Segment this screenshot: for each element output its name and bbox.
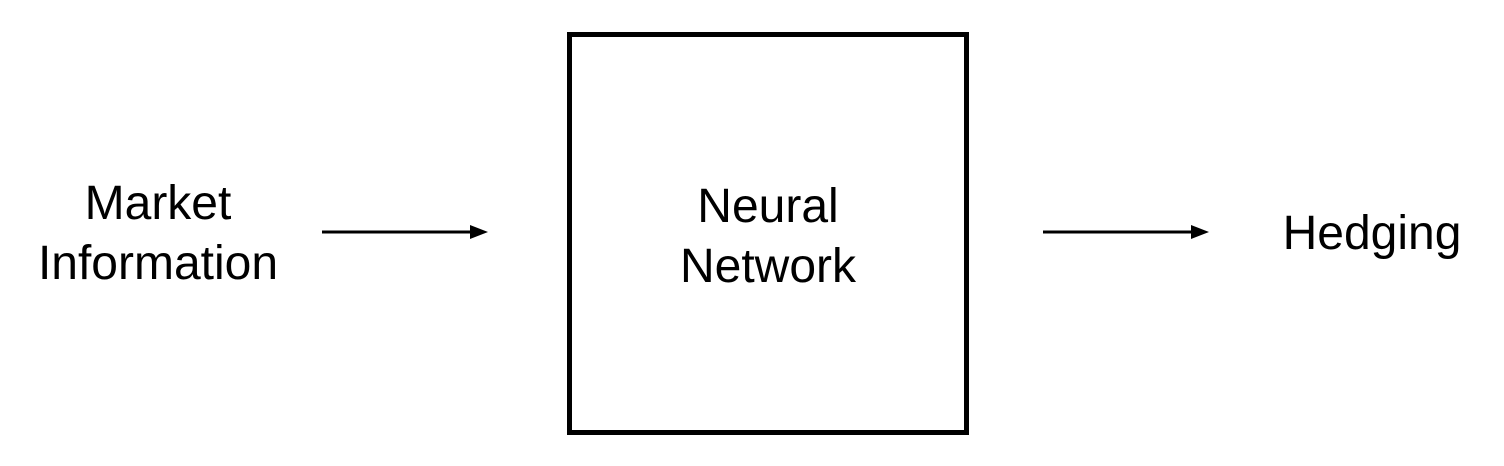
input-node-label: Market Information bbox=[20, 174, 296, 294]
arrow-model-to-output bbox=[1043, 225, 1209, 239]
input-label-line-1: Market bbox=[84, 177, 232, 230]
input-label-line-2: Information bbox=[37, 237, 279, 290]
model-label-line-2: Network bbox=[679, 240, 857, 293]
output-node-label: Hedging bbox=[1262, 204, 1482, 264]
arrow-input-to-model bbox=[322, 225, 488, 239]
neural-network-label: Neural Network bbox=[572, 177, 964, 297]
output-label-text: Hedging bbox=[1282, 207, 1462, 260]
neural-network-box: Neural Network bbox=[567, 32, 969, 435]
model-label-line-1: Neural bbox=[697, 180, 839, 233]
